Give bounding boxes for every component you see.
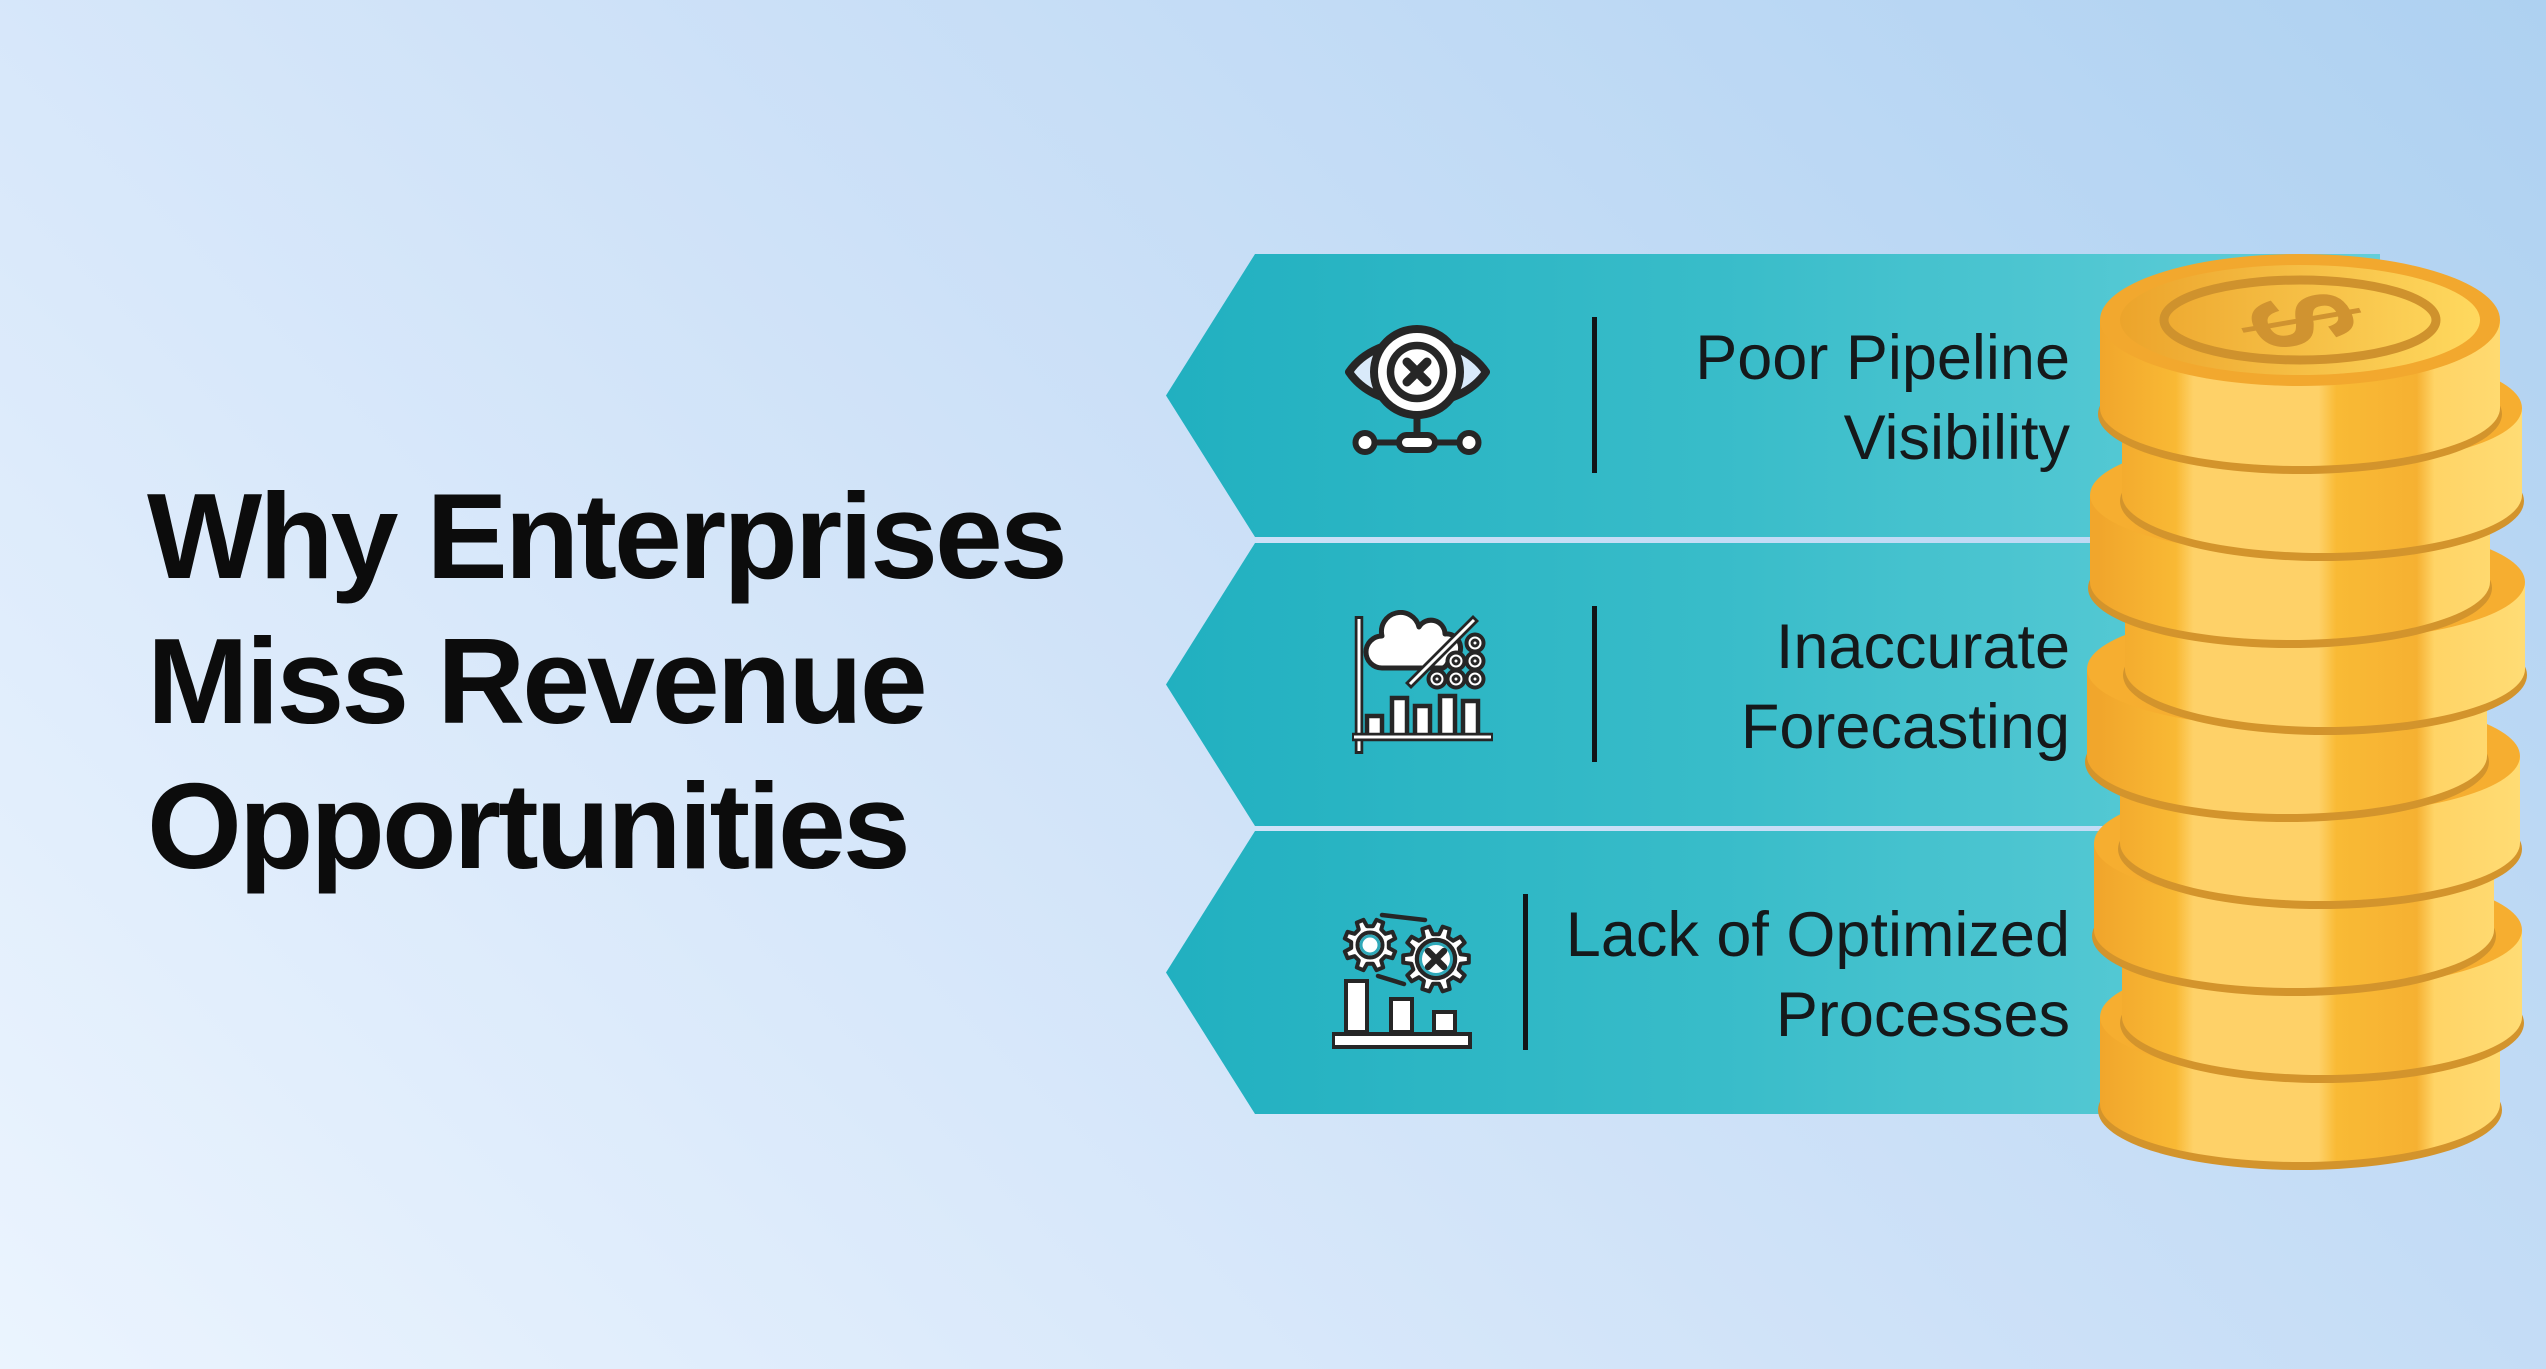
declining-bar-chart bbox=[1332, 979, 1472, 1049]
banner-label: Poor Pipeline Visibility bbox=[1430, 318, 2070, 478]
divider-line bbox=[1592, 317, 1597, 473]
gold-coin-stack-illustration: $ bbox=[2085, 254, 2527, 1170]
label-line: Lack of Optimized bbox=[1565, 900, 2070, 970]
broken-gears-declining-chart-icon bbox=[1332, 912, 1472, 1049]
label-line: Inaccurate bbox=[1775, 612, 2070, 682]
title-line-1: Why Enterprises bbox=[147, 468, 1068, 604]
title-line-2: Miss Revenue bbox=[147, 613, 928, 749]
title-line-3: Opportunities bbox=[147, 758, 911, 894]
label-line: Processes bbox=[1775, 980, 2070, 1050]
divider-line bbox=[1523, 894, 1528, 1050]
label-line: Forecasting bbox=[1740, 692, 2070, 762]
banner-label: Lack of Optimized Processes bbox=[1430, 895, 2070, 1055]
divider-line bbox=[1592, 606, 1597, 762]
coin-top: $ bbox=[2098, 254, 2502, 474]
crossed-eye-pipeline-icon bbox=[1345, 325, 1490, 455]
page-title: Why Enterprises Miss Revenue Opportuniti… bbox=[147, 464, 1147, 899]
label-line: Poor Pipeline bbox=[1695, 323, 2070, 393]
bar-chart bbox=[1364, 693, 1481, 740]
banner-label: Inaccurate Forecasting bbox=[1430, 607, 2070, 767]
rain-dots bbox=[1426, 632, 1486, 690]
label-line: Visibility bbox=[1843, 403, 2070, 473]
rain-cloud-forecast-chart-icon bbox=[1352, 610, 1493, 754]
